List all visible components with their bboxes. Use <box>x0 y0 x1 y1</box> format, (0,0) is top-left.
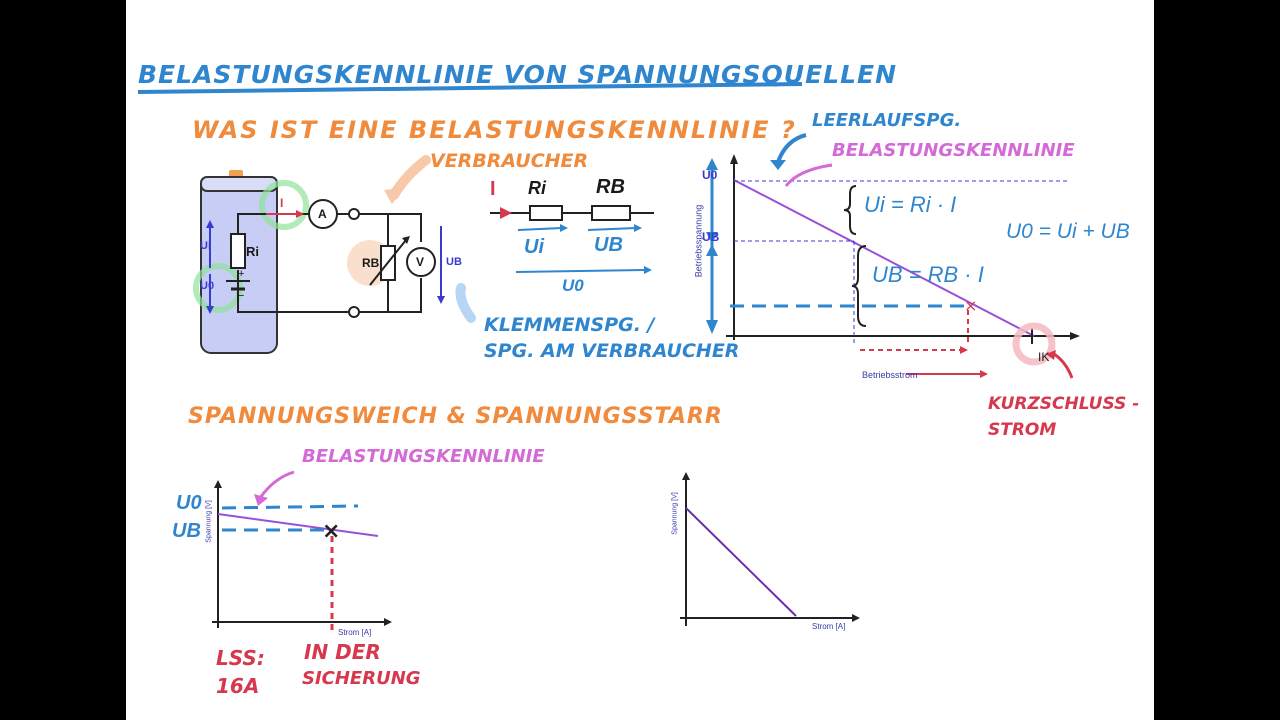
lss-label-1: LSS: <box>216 646 265 670</box>
sicherung-label-1: In der <box>304 640 381 664</box>
left-ub-label: UB <box>172 520 201 542</box>
load-line <box>733 179 1035 337</box>
klemmen-label-1: Klemmenspg. / <box>484 314 655 336</box>
right-chart <box>680 472 860 626</box>
ub-label: UB <box>446 256 462 268</box>
green-highlight-top <box>259 180 309 230</box>
eq-total: U0 = Ui + UB <box>1006 220 1130 243</box>
minus-sign: − <box>238 290 245 302</box>
kurzschluss-label-1: Kurzschluss - <box>988 394 1140 414</box>
kurzschluss-label-2: strom <box>988 420 1057 440</box>
svg-text:×: × <box>322 519 340 544</box>
left-ylabel: Spannung [V] <box>205 500 213 543</box>
klemmen-label-2: Spg. am Verbraucher <box>484 340 740 362</box>
main-xlabel: Betriebsstrom <box>862 370 918 380</box>
ammeter-label: A <box>318 207 327 221</box>
main-ub-label: UB <box>702 230 720 244</box>
left-chart: × <box>212 470 392 630</box>
left-u0-label: U0 <box>176 492 202 514</box>
current-label: I <box>280 196 284 210</box>
ui-label: Ui <box>200 240 211 252</box>
series-ub-label: UB <box>594 234 623 256</box>
eq-ub: UB = RB · I <box>872 262 984 287</box>
leerlauf-label: Leerlaufspg. <box>812 110 962 131</box>
u0-label: U0 <box>200 280 215 292</box>
title-underline <box>137 82 803 94</box>
series-rb-label: RB <box>596 176 625 198</box>
ri-resistor <box>230 233 246 269</box>
section2-title: Spannungsweich & Spannungsstarr <box>188 404 723 429</box>
lss-label-2: 16A <box>216 674 260 698</box>
series-ui-label: Ui <box>524 236 544 258</box>
main-ylabel: Betriebsspannung <box>693 204 704 278</box>
ri-label: Ri <box>246 244 259 259</box>
main-ik-label: IK <box>1038 350 1050 364</box>
right-xlabel: Strom [A] <box>812 622 846 631</box>
whiteboard-canvas: × <box>126 0 1154 720</box>
voltmeter-label: V <box>416 255 425 269</box>
question-heading: Was ist eine Belastungskennlinie ? <box>192 116 797 144</box>
verbraucher-label: Verbraucher <box>430 150 589 172</box>
main-u0-label: U0 <box>702 168 718 182</box>
belastung-label: Belastungskennlinie <box>832 140 1075 161</box>
right-ylabel: Spannung [V] <box>671 492 679 535</box>
circuit-wires <box>237 213 422 313</box>
left-xlabel: Strom [A] <box>338 628 372 637</box>
series-current-label: I <box>490 178 496 200</box>
section2-belastung-label: Belastungskennlinie <box>302 446 545 467</box>
rb-label: RB <box>362 256 380 270</box>
series-ri-label: Ri <box>528 178 546 198</box>
eq-ui: Ui = Ri · I <box>864 192 957 217</box>
terminal-bottom <box>348 306 360 318</box>
series-u0-label: U0 <box>562 276 584 295</box>
plus-sign: + <box>238 268 245 280</box>
terminal-top <box>348 208 360 220</box>
series-diagram <box>490 205 654 274</box>
svg-text:×: × <box>964 296 977 315</box>
main-chart: × <box>706 133 1080 379</box>
page-title: Belastungskennlinie von Spannungsquellen <box>138 60 898 89</box>
voltmeter-icon <box>406 247 436 277</box>
ammeter-icon <box>308 199 338 229</box>
sicherung-label-2: Sicherung <box>302 668 421 689</box>
sketch-graphics: × <box>137 82 1080 630</box>
